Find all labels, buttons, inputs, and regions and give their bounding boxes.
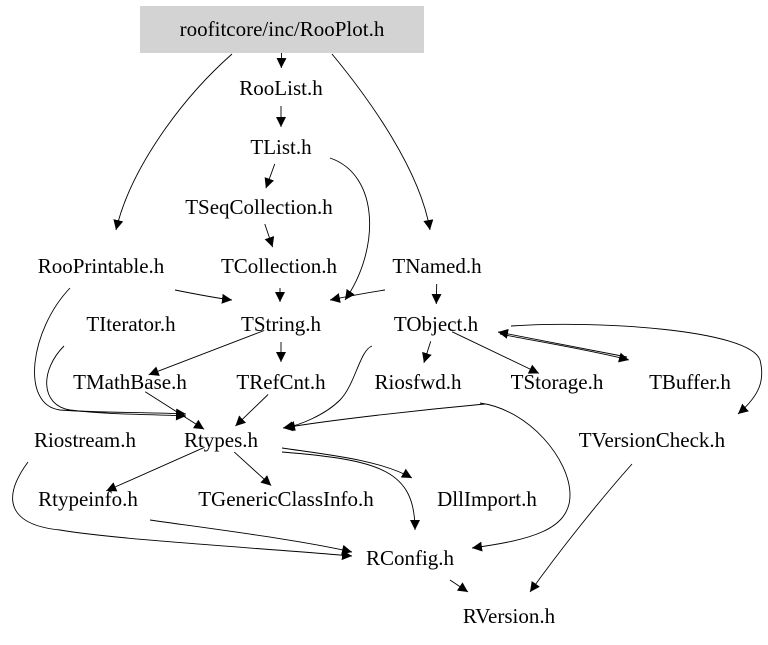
node-label-tstorage: TStorage.h bbox=[511, 370, 604, 394]
edge-rtypes-to-dllimport bbox=[281, 447, 413, 479]
edge-root-to-rooprintable bbox=[113, 53, 233, 231]
node-riostream[interactable]: Riostream.h bbox=[34, 428, 137, 452]
root-node-box bbox=[140, 6, 424, 53]
node-label-tstring: TString.h bbox=[241, 312, 321, 336]
node-rtypeinfo[interactable]: Rtypeinfo.h bbox=[38, 487, 138, 511]
node-trefcnt[interactable]: TRefCnt.h bbox=[236, 370, 326, 394]
node-tseqcoll[interactable]: TSeqCollection.h bbox=[185, 195, 333, 219]
node-label-rtypes: Rtypes.h bbox=[184, 428, 259, 452]
edge-rtypes-to-tgenericclassinfo bbox=[233, 451, 272, 486]
edge-tnamed-to-tstring bbox=[329, 289, 386, 303]
node-tmathbase[interactable]: TMathBase.h bbox=[73, 370, 187, 394]
node-rooprintable[interactable]: RooPrintable.h bbox=[38, 254, 165, 278]
edge-riostream-to-rconfig bbox=[12, 461, 353, 561]
node-tgenericclassinfo[interactable]: TGenericClassInfo.h bbox=[198, 487, 374, 511]
node-label-dllimport: DllImport.h bbox=[437, 487, 537, 511]
node-label-tmathbase: TMathBase.h bbox=[73, 370, 187, 394]
edge-rconfig-to-rversion bbox=[449, 579, 469, 593]
edge-tmathbase-to-rtypes bbox=[144, 391, 205, 430]
node-tstring[interactable]: TString.h bbox=[241, 312, 321, 336]
node-label-tobject: TObject.h bbox=[394, 312, 479, 336]
node-label-root: roofitcore/inc/RooPlot.h bbox=[180, 17, 385, 41]
node-tbuffer[interactable]: TBuffer.h bbox=[649, 370, 731, 394]
node-label-rversion: RVersion.h bbox=[463, 604, 556, 628]
node-rversion[interactable]: RVersion.h bbox=[463, 604, 556, 628]
edge-tobject-to-tbuffer bbox=[499, 333, 630, 363]
node-root[interactable]: roofitcore/inc/RooPlot.h bbox=[140, 6, 424, 53]
node-tcollection[interactable]: TCollection.h bbox=[221, 254, 338, 278]
node-label-tcollection: TCollection.h bbox=[221, 254, 338, 278]
node-label-tnamed: TNamed.h bbox=[392, 254, 482, 278]
node-layer: roofitcore/inc/RooPlot.hRooList.hTList.h… bbox=[34, 6, 731, 628]
node-label-tseqcoll: TSeqCollection.h bbox=[185, 195, 333, 219]
node-label-riosfwd: Riosfwd.h bbox=[375, 370, 462, 394]
edge-tseqcoll-to-tcollection bbox=[264, 223, 275, 248]
edge-tlist-to-tstring bbox=[329, 157, 370, 301]
edge-tstorage-to-rconfig bbox=[471, 402, 571, 552]
node-label-roolist: RooList.h bbox=[239, 76, 323, 100]
node-label-tgenericclassinfo: TGenericClassInfo.h bbox=[198, 487, 374, 511]
edge-layer bbox=[12, 46, 763, 593]
node-label-rtypeinfo: Rtypeinfo.h bbox=[38, 487, 138, 511]
edge-rtypes-to-rconfig bbox=[281, 451, 420, 531]
node-tstorage[interactable]: TStorage.h bbox=[511, 370, 604, 394]
edge-rtypeinfo-to-rconfig bbox=[149, 519, 353, 555]
edge-tlist-to-tseqcoll bbox=[264, 163, 276, 189]
node-tnamed[interactable]: TNamed.h bbox=[392, 254, 482, 278]
node-label-titerator: TIterator.h bbox=[86, 312, 176, 336]
node-label-rooprintable: RooPrintable.h bbox=[38, 254, 165, 278]
edge-rtypes-to-rtypeinfo bbox=[106, 446, 205, 492]
edge-tstring-to-tmathbase bbox=[148, 330, 265, 376]
node-tversioncheck[interactable]: TVersionCheck.h bbox=[579, 428, 726, 452]
node-label-tbuffer: TBuffer.h bbox=[649, 370, 731, 394]
node-rconfig[interactable]: RConfig.h bbox=[366, 546, 455, 570]
node-rtypes[interactable]: Rtypes.h bbox=[184, 428, 259, 452]
edge-rooprintable-to-rtypes bbox=[34, 287, 187, 419]
node-label-trefcnt: TRefCnt.h bbox=[236, 370, 326, 394]
node-label-riostream: Riostream.h bbox=[34, 428, 137, 452]
node-roolist[interactable]: RooList.h bbox=[239, 76, 323, 100]
node-titerator[interactable]: TIterator.h bbox=[86, 312, 176, 336]
edge-titerator-to-rtypes bbox=[46, 345, 187, 421]
edge-tbuffer-to-tobject bbox=[497, 328, 628, 358]
edge-tstring-to-rtypes bbox=[284, 345, 373, 431]
node-dllimport[interactable]: DllImport.h bbox=[437, 487, 537, 511]
node-tlist[interactable]: TList.h bbox=[250, 135, 312, 159]
node-label-tlist: TList.h bbox=[250, 135, 312, 159]
edge-tversioncheck-to-rversion bbox=[529, 463, 633, 593]
edge-root-to-tnamed bbox=[331, 53, 434, 231]
node-tobject[interactable]: TObject.h bbox=[394, 312, 479, 336]
edge-trefcnt-to-rtypes bbox=[235, 394, 269, 427]
edge-tobject-to-tstorage bbox=[452, 331, 540, 374]
edge-rooprintable-to-tstring bbox=[174, 289, 233, 304]
edge-tobject-to-riosfwd bbox=[422, 341, 432, 364]
edge-tobject-to-tversioncheck bbox=[510, 323, 763, 415]
node-riosfwd[interactable]: Riosfwd.h bbox=[375, 370, 462, 394]
node-label-rconfig: RConfig.h bbox=[366, 546, 455, 570]
node-label-tversioncheck: TVersionCheck.h bbox=[579, 428, 726, 452]
edge-tstorage-to-rtypes bbox=[282, 403, 486, 432]
